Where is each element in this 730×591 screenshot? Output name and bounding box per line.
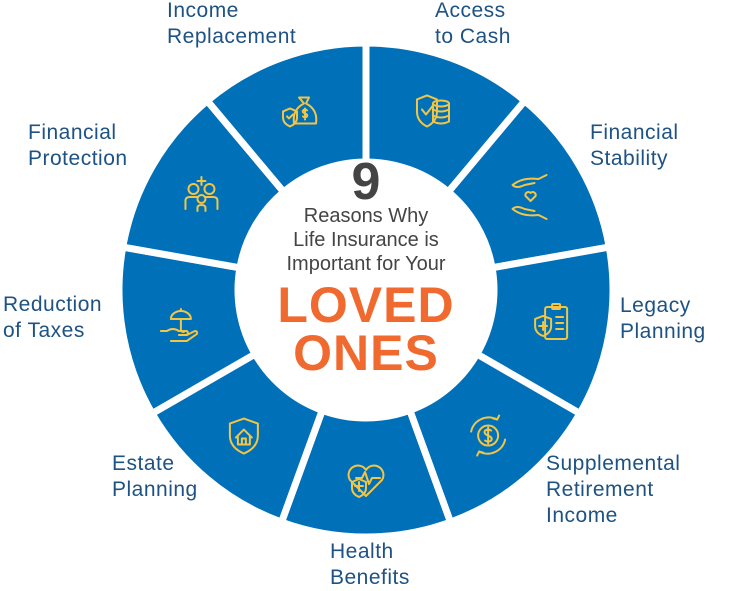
umbrella-hand-icon <box>159 307 199 342</box>
family-medical-icon <box>184 176 219 212</box>
house-shield-icon <box>228 417 259 455</box>
subtitle-line-1: Reasons Why <box>303 205 429 227</box>
dollar-cycle-icon <box>470 414 507 457</box>
loved-heading: LOVED <box>277 277 455 333</box>
hands-heart-icon <box>511 174 548 220</box>
reason-count: 9 <box>351 153 381 211</box>
center-circle <box>235 159 497 421</box>
heart-medical-icon <box>347 464 385 498</box>
shield-coins-icon <box>415 94 450 128</box>
subtitle-line-2: Life Insurance is <box>293 229 439 251</box>
clipboard-shield-icon <box>534 302 569 340</box>
ones-heading: ONES <box>293 325 439 381</box>
center-title: 9 Reasons Why Life Insurance is Importan… <box>236 153 496 381</box>
subtitle-line-3: Important for Your <box>286 253 446 275</box>
money-bag-shield-icon <box>282 96 318 128</box>
